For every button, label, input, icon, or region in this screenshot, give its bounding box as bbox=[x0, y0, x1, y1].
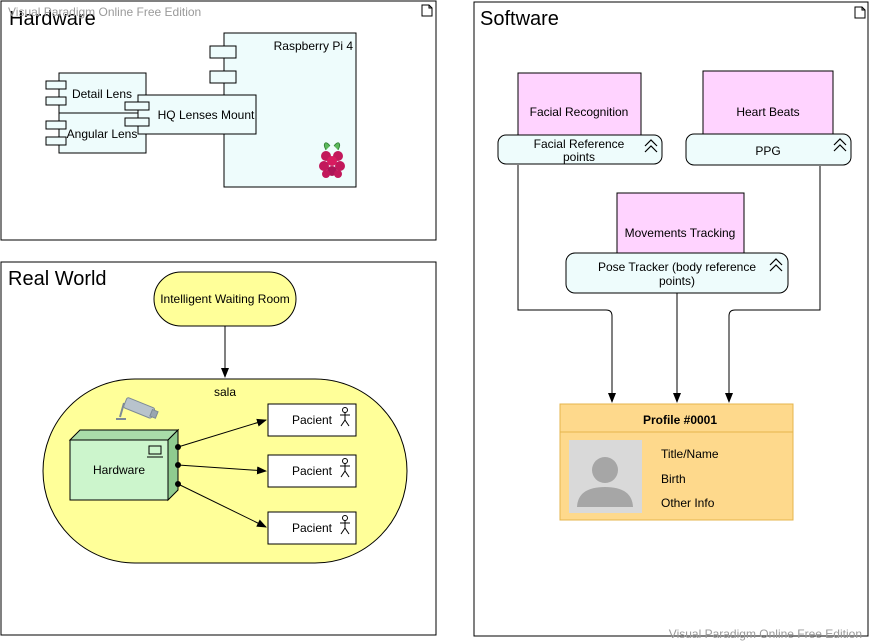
software-panel-title: Software bbox=[480, 8, 559, 30]
facial-recognition-label: Facial Recognition bbox=[530, 105, 629, 119]
hardware-panel-title: Hardware bbox=[9, 8, 96, 30]
chevron-up-icon bbox=[769, 258, 783, 272]
profile-field-other: Other Info bbox=[661, 496, 715, 510]
facial-reference-label-line2: points bbox=[563, 150, 595, 164]
heart-beats-box[interactable]: Heart Beats bbox=[702, 70, 834, 136]
detail-lens-component[interactable]: Detail Lens bbox=[45, 72, 147, 114]
component-port bbox=[45, 120, 67, 130]
component-port bbox=[45, 136, 67, 146]
component-port bbox=[124, 101, 150, 111]
waiting-room-node[interactable]: Intelligent Waiting Room bbox=[153, 271, 297, 327]
watermark-top: Visual Paradigm Online Free Edition bbox=[8, 5, 201, 19]
pacient-label: Pacient bbox=[292, 521, 333, 535]
pacient-node[interactable]: Pacient bbox=[267, 403, 357, 437]
watermark-bottom: Visual Paradigm Online Free Edition bbox=[669, 627, 862, 641]
sala-label: sala bbox=[214, 385, 236, 399]
angular-lens-label: Angular Lens bbox=[67, 127, 138, 141]
actor-icon bbox=[340, 515, 350, 535]
facial-reference-points-box[interactable]: Facial Reference points bbox=[497, 134, 663, 165]
hq-lenses-mount-component[interactable]: HQ Lenses Mount bbox=[124, 94, 257, 135]
movements-tracking-label: Movements Tracking bbox=[625, 226, 736, 240]
document-icon bbox=[854, 6, 866, 19]
ppg-label: PPG bbox=[755, 144, 780, 158]
heart-beats-label: Heart Beats bbox=[736, 105, 799, 119]
component-port bbox=[124, 117, 150, 127]
pacient-label: Pacient bbox=[292, 464, 333, 478]
profile-field-birth: Birth bbox=[661, 472, 686, 486]
component-port bbox=[209, 70, 237, 84]
ppg-box[interactable]: PPG bbox=[685, 133, 852, 166]
component-port bbox=[45, 80, 67, 90]
chevron-up-icon bbox=[644, 139, 658, 153]
hardware-node[interactable]: Hardware bbox=[68, 428, 180, 502]
actor-icon bbox=[340, 458, 350, 478]
camera-icon bbox=[116, 397, 159, 420]
hardware-to-pacient-arrow bbox=[177, 464, 267, 475]
component-port bbox=[209, 45, 237, 59]
facial-recognition-box[interactable]: Facial Recognition bbox=[517, 72, 642, 138]
facial-reference-label-line1: Facial Reference bbox=[534, 137, 625, 151]
pacient-node[interactable]: Pacient bbox=[267, 454, 357, 488]
actor-icon bbox=[340, 407, 350, 427]
document-icon bbox=[421, 4, 433, 17]
hardware-to-pacient-arrow bbox=[177, 483, 267, 528]
facial-to-profile-connector bbox=[517, 165, 616, 403]
hardware-to-pacient-arrow bbox=[177, 418, 267, 448]
pacient-node[interactable]: Pacient bbox=[267, 511, 357, 545]
raspberry-pi-logo-icon bbox=[319, 142, 345, 178]
hardware-node-label: Hardware bbox=[93, 463, 145, 477]
waiting-room-label: Intelligent Waiting Room bbox=[160, 292, 290, 306]
pose-tracker-label-line1: Pose Tracker (body reference bbox=[598, 260, 756, 274]
raspberry-pi-label: Raspberry Pi 4 bbox=[274, 39, 354, 53]
pacient-label: Pacient bbox=[292, 413, 333, 427]
ppg-to-profile-connector bbox=[725, 166, 821, 403]
device-icon bbox=[147, 445, 163, 458]
detail-lens-label: Detail Lens bbox=[72, 87, 132, 101]
chevron-up-icon bbox=[833, 138, 847, 152]
hq-lenses-mount-label: HQ Lenses Mount bbox=[158, 108, 255, 122]
profile-card[interactable]: Profile #0001 Title/Name Birth Other Inf… bbox=[559, 403, 794, 521]
profile-field-name: Title/Name bbox=[661, 447, 719, 461]
profile-title: Profile #0001 bbox=[643, 413, 717, 427]
component-port bbox=[45, 96, 67, 106]
pose-tracker-box[interactable]: Pose Tracker (body reference points) bbox=[565, 252, 789, 294]
avatar bbox=[569, 440, 642, 513]
real-world-panel-title: Real World bbox=[8, 268, 107, 290]
movements-tracking-box[interactable]: Movements Tracking bbox=[616, 192, 745, 257]
pose-tracker-label-line2: points) bbox=[659, 274, 695, 288]
